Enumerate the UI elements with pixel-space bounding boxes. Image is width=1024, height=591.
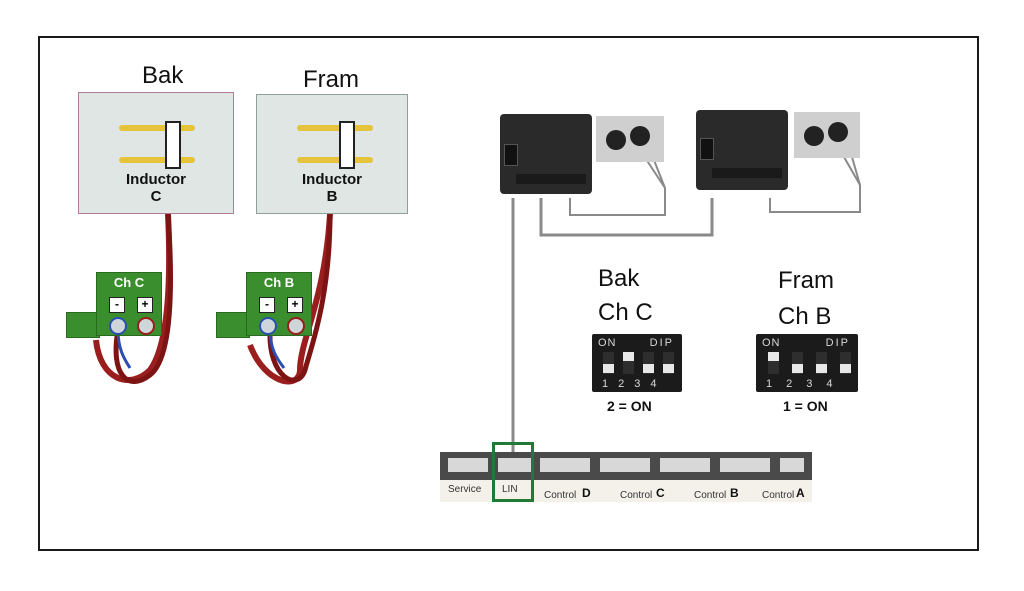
dip-b-numbers: 1234 bbox=[766, 378, 847, 390]
terminal-c-label: Ch C bbox=[113, 275, 145, 290]
terminal-b-minus: - bbox=[259, 297, 275, 313]
pot2-cable bbox=[769, 149, 861, 213]
bak-mid-label: Bak bbox=[598, 265, 640, 292]
service-label: Service bbox=[448, 484, 482, 495]
terminal-b-plus: + bbox=[287, 297, 303, 313]
inductor-b-line2: B bbox=[326, 188, 338, 205]
dip-c-on: ON bbox=[598, 337, 617, 349]
control-d-label: Control bbox=[544, 490, 577, 501]
fram-mid-label: Fram bbox=[778, 267, 834, 294]
terminal-block-b: Ch B - + bbox=[246, 272, 312, 336]
terminal-b-label: Ch B bbox=[263, 275, 295, 290]
control-a-label: Control bbox=[762, 490, 795, 501]
inductor-b-box: Inductor B bbox=[256, 94, 408, 214]
potentiometer-1 bbox=[596, 116, 664, 162]
control-module-2 bbox=[696, 110, 788, 190]
dip-switch-c: ON DIP 1234 bbox=[592, 334, 682, 392]
small-terminal-b bbox=[216, 312, 250, 338]
chc-mid-label: Ch C bbox=[598, 299, 653, 326]
dip-c-caption: 2 = ON bbox=[607, 398, 652, 414]
small-terminal-c bbox=[66, 312, 100, 338]
dip-b-caption: 1 = ON bbox=[783, 398, 828, 414]
terminal-c-minus: - bbox=[109, 297, 125, 313]
pot1-cable bbox=[569, 149, 666, 216]
inductor-c-box: Inductor C bbox=[78, 92, 234, 214]
inductor-c-line1: Inductor bbox=[126, 171, 186, 188]
dip-b-dip: DIP bbox=[825, 337, 850, 349]
link-cable bbox=[539, 198, 714, 237]
chb-mid-label: Ch B bbox=[778, 303, 832, 330]
dip-b-on: ON bbox=[762, 337, 781, 349]
fram-label: Fram bbox=[303, 66, 359, 93]
terminal-block-c: Ch C - + bbox=[96, 272, 162, 336]
control-module-1 bbox=[500, 114, 592, 194]
terminal-c-plus: + bbox=[137, 297, 153, 313]
inductor-b-wire-b bbox=[267, 213, 333, 383]
inductor-c-wire-b bbox=[113, 213, 174, 384]
inductor-b-line1: Inductor bbox=[302, 171, 362, 188]
bak-label: Bak bbox=[142, 62, 184, 89]
lin-highlight-box bbox=[492, 442, 534, 502]
inductor-c-line2: C bbox=[150, 188, 162, 205]
control-c-label: Control bbox=[620, 490, 653, 501]
lin-label: LIN bbox=[502, 484, 518, 495]
dip-switch-b: ON DIP 1234 bbox=[756, 334, 858, 392]
inductor-b-wire bbox=[247, 213, 333, 385]
d-label: D bbox=[582, 486, 591, 500]
control-b-label: Control bbox=[694, 490, 727, 501]
potentiometer-2 bbox=[794, 112, 860, 158]
dip-c-dip: DIP bbox=[649, 337, 674, 349]
connector-bar-pins bbox=[440, 452, 812, 480]
dip-c-numbers: 1234 bbox=[602, 378, 667, 390]
c-label: C bbox=[656, 486, 665, 500]
a-label: A bbox=[796, 486, 805, 500]
b-label: B bbox=[730, 486, 739, 500]
